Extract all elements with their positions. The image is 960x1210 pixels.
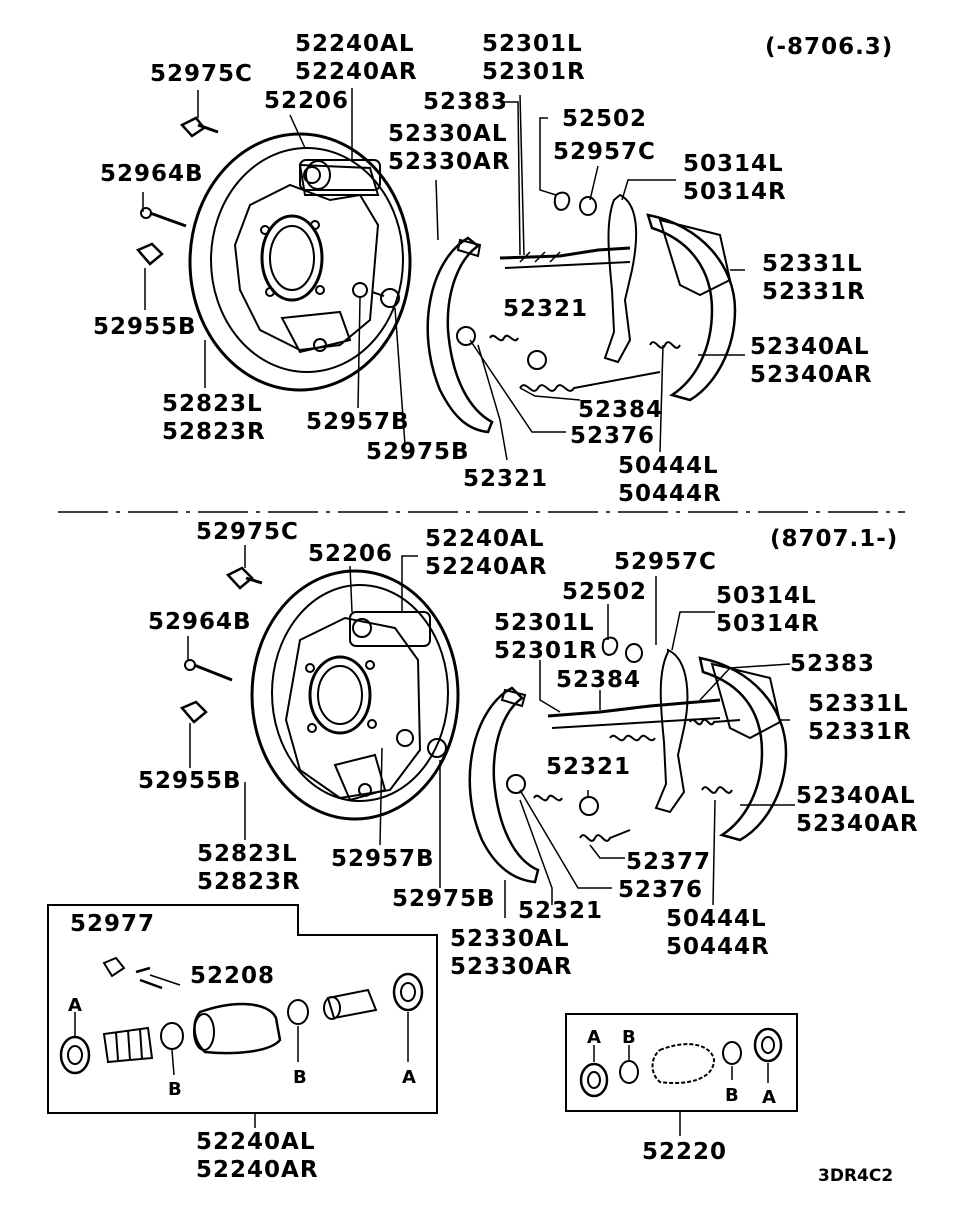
bottom-label-52321a: 52321 [546, 754, 632, 780]
top-label-52964b: 52964B [100, 161, 204, 187]
top-wheel-cylinder [299, 159, 381, 191]
bottom-bolt-52975c [225, 566, 263, 590]
repair-label-52220: 52220 [642, 1139, 728, 1165]
repair-kit-box [565, 1013, 798, 1136]
top-label-52975b: 52975B [366, 439, 470, 465]
top-springs [456, 326, 681, 392]
bottom-label-52206: 52206 [308, 541, 394, 567]
top-brake-shoe-left [426, 236, 494, 434]
bottom-adjuster-strut [547, 698, 741, 742]
kit-label-52208: 52208 [190, 963, 276, 989]
bottom-nut-52957b [396, 729, 447, 758]
top-label-52376: 52376 [570, 423, 656, 449]
repair-marker-a-right: A [762, 1087, 776, 1108]
top-label-52955b: 52955B [93, 314, 197, 340]
bottom-period-label: (8707.1-) [770, 526, 899, 552]
top-period-label: (-8706.3) [765, 34, 894, 60]
top-label-52975c: 52975C [150, 61, 253, 87]
top-label-52957c: 52957C [553, 139, 656, 165]
bottom-nut-52955b [179, 700, 208, 724]
bottom-label-52321b: 52321 [518, 898, 604, 924]
bottom-label-52377: 52377 [626, 849, 712, 875]
bottom-label-52964b: 52964B [148, 609, 252, 635]
bottom-clip-52502 [601, 636, 643, 663]
bottom-label-52502: 52502 [562, 579, 648, 605]
kit-marker-b-left: B [168, 1079, 182, 1100]
top-nut-52957b [352, 282, 400, 308]
bottom-wheel-cylinder [349, 611, 431, 647]
top-label-52383: 52383 [423, 89, 509, 115]
bottom-backing-plate [250, 569, 460, 821]
bottom-leaders [187, 545, 795, 918]
kit-marker-a-right: A [402, 1067, 416, 1088]
top-nut-52955b [135, 242, 164, 266]
bottom-label-52383: 52383 [790, 651, 876, 677]
top-label-52384: 52384 [578, 397, 664, 423]
top-adjuster-lever [603, 193, 638, 364]
top-label-52502: 52502 [562, 106, 648, 132]
top-bolt-52975c [179, 116, 219, 138]
top-bolt-52964b [140, 207, 187, 228]
bottom-label-52975c: 52975C [196, 519, 299, 545]
repair-marker-b-left: B [622, 1027, 636, 1048]
top-brake-shoe-right [646, 213, 737, 402]
bottom-label-52957c: 52957C [614, 549, 717, 575]
top-adjuster-strut [499, 246, 631, 269]
bottom-label-52955b: 52955B [138, 768, 242, 794]
bottom-brake-shoe-left [468, 686, 540, 884]
bottom-brake-shoe-right [698, 656, 788, 842]
top-label-52206: 52206 [264, 88, 350, 114]
kit-label-52977: 52977 [70, 911, 156, 937]
bottom-label-52975b: 52975B [392, 886, 496, 912]
repair-marker-b-right: B [725, 1085, 739, 1106]
bottom-label-52376: 52376 [618, 877, 704, 903]
bottom-bolt-52964b [184, 659, 233, 682]
top-clip-52502 [553, 191, 597, 216]
top-leaders [142, 88, 745, 461]
kit-marker-a-left: A [68, 995, 82, 1016]
top-label-52321b: 52321 [463, 466, 549, 492]
drawing-code: 3DR4C2 [818, 1166, 894, 1186]
top-label-52321a: 52321 [503, 296, 589, 322]
bottom-springs [506, 774, 733, 842]
bottom-label-52957b: 52957B [331, 846, 435, 872]
repair-marker-a-left: A [587, 1027, 601, 1048]
top-label-52957b: 52957B [306, 409, 410, 435]
cylinder-kit-box [47, 904, 438, 1128]
bottom-label-52384: 52384 [556, 667, 642, 693]
kit-marker-b-right: B [293, 1067, 307, 1088]
bottom-adjuster-lever [654, 648, 689, 814]
